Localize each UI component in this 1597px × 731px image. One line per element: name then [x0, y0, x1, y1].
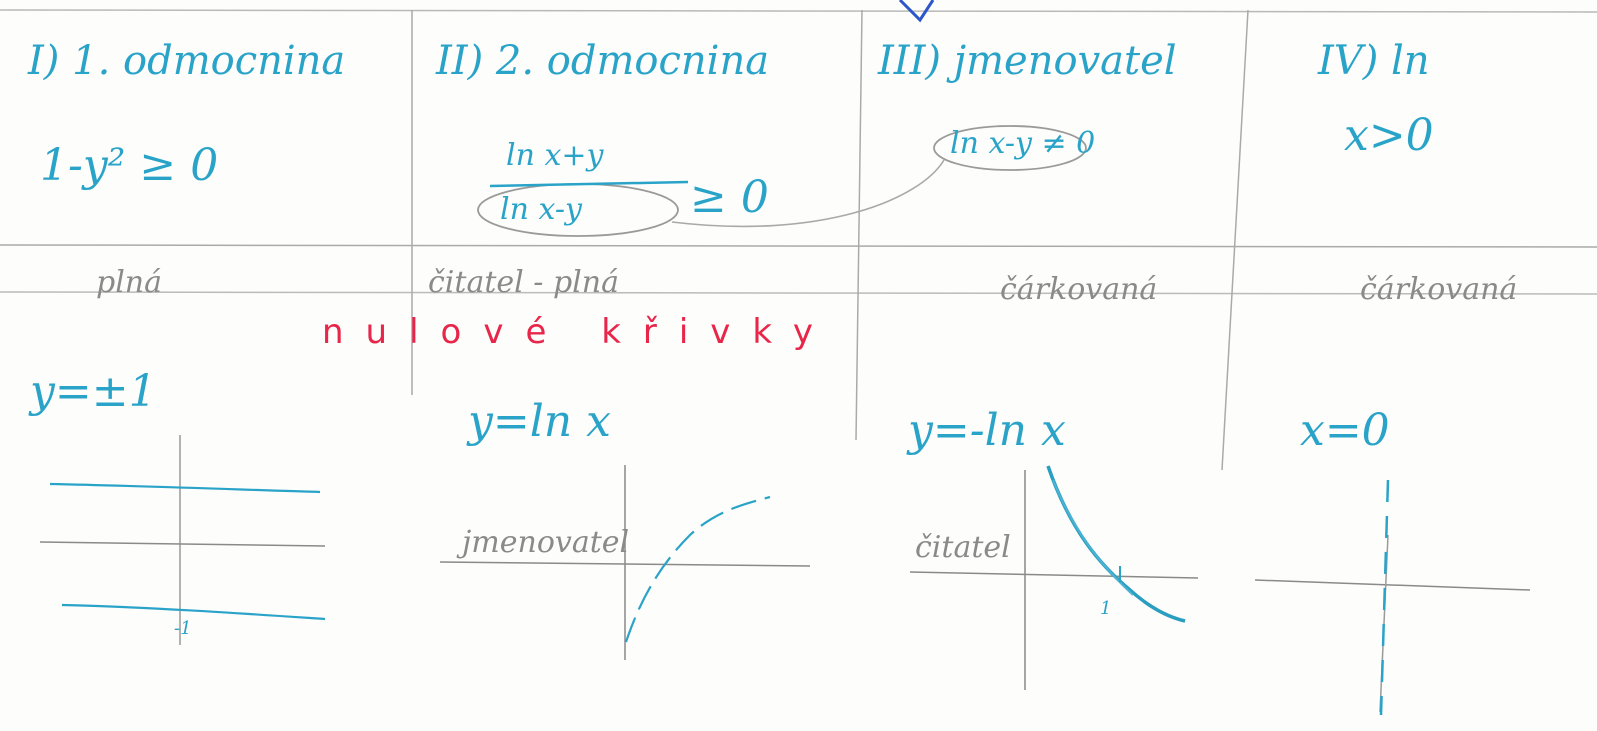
- tick-label-col-3: 1: [1100, 598, 1112, 619]
- check-mark-icon: [898, 0, 935, 23]
- curve-ln-x-dashed: [624, 495, 771, 643]
- banner-zero-curves: nulové křivky: [322, 312, 836, 352]
- line-style-col-4: čárkovaná: [1360, 272, 1518, 307]
- graph-col-2: [439, 465, 811, 660]
- line-style-col-1: plná: [96, 265, 163, 300]
- x-axis: [39, 541, 326, 547]
- condition-circle: [933, 125, 1087, 171]
- heading-col-4: IV) ln: [1318, 38, 1430, 84]
- x-axis: [909, 571, 1199, 579]
- tick-label-col-1: -1: [174, 618, 192, 639]
- grid-line-row2: [0, 291, 1597, 295]
- grid-line-top: [0, 9, 1597, 13]
- curve-y-plus-1: [49, 482, 321, 494]
- condition-rel-col-2: ≥ 0: [690, 172, 769, 223]
- graph-col-3: [909, 465, 1199, 690]
- curve-col-3: y=-ln x: [908, 405, 1066, 456]
- condition-col-1: 1-y² ≥ 0: [40, 140, 219, 191]
- x-axis: [1254, 579, 1531, 591]
- grid-line-col2: [855, 9, 863, 441]
- condition-col-4: x>0: [1344, 110, 1434, 161]
- curve-col-4: x=0: [1300, 405, 1390, 456]
- grid-line-row1: [0, 244, 1597, 248]
- numerator-col-2: ln x+y: [506, 138, 604, 173]
- fraction-bar: [489, 180, 689, 188]
- heading-col-2: II) 2. odmocnina: [436, 38, 770, 84]
- line-style-col-2: čitatel - plná: [428, 265, 619, 300]
- heading-col-3: III) jmenovatel: [878, 38, 1177, 84]
- grid-line-col3: [1221, 9, 1249, 471]
- curve-col-1: y=±1: [30, 366, 157, 417]
- denominator-col-2: ln x-y: [500, 192, 582, 227]
- connector-curve: [671, 159, 945, 228]
- curve-col-2: y=ln x: [468, 396, 611, 447]
- graph-label-col-2: jmenovatel: [462, 525, 630, 560]
- graph-col-1: [39, 435, 326, 645]
- heading-col-1: I) 1. odmocnina: [28, 38, 346, 84]
- curve-y-minus-1: [61, 603, 326, 621]
- curve-minus-ln-x: [1046, 465, 1186, 623]
- curve-minus-ln-x-stroke2: [1052, 479, 1134, 596]
- condition-col-3: ln x-y ≠ 0: [950, 126, 1096, 161]
- line-style-col-3: čárkovaná: [1000, 272, 1158, 307]
- curve-x-eq-0-dashed: [1379, 479, 1390, 716]
- x-axis: [439, 561, 811, 567]
- graph-col-4: [1254, 479, 1531, 716]
- graph-label-col-3: čitatel: [915, 530, 1011, 565]
